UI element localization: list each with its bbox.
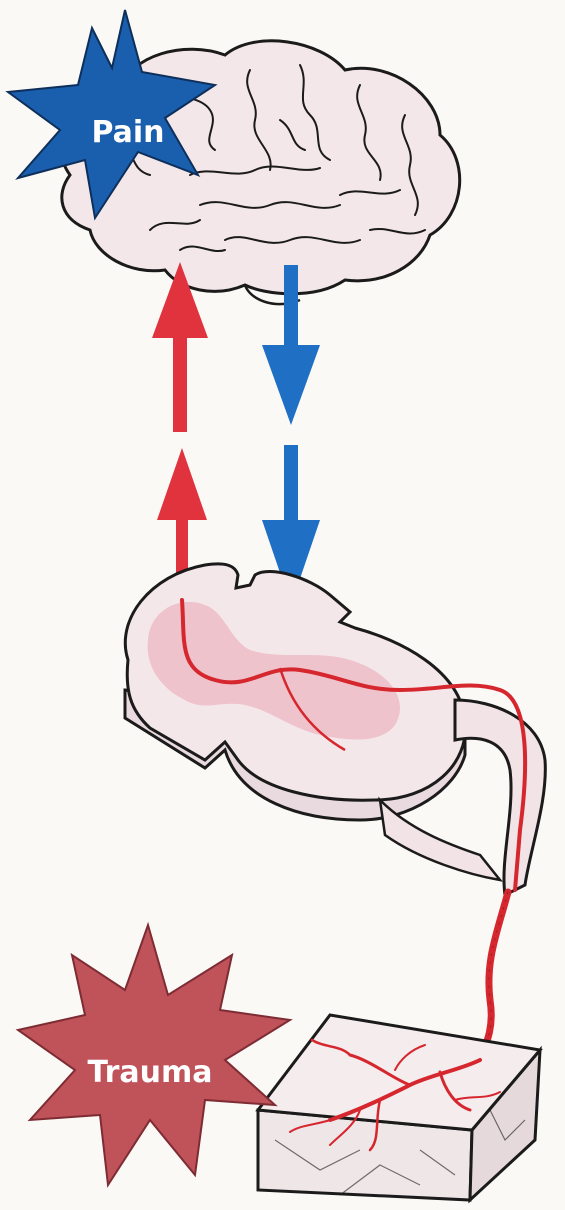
ascending-pain-signal-arrows (152, 262, 208, 610)
tissue-block (258, 1015, 540, 1200)
pain-label: Pain (91, 115, 164, 150)
spinal-cord-segment (125, 564, 545, 895)
trauma-burst: Trauma (18, 925, 290, 1185)
trauma-label: Trauma (87, 1055, 212, 1090)
peripheral-nerve (480, 892, 508, 1060)
descending-signal-arrows (262, 265, 320, 605)
